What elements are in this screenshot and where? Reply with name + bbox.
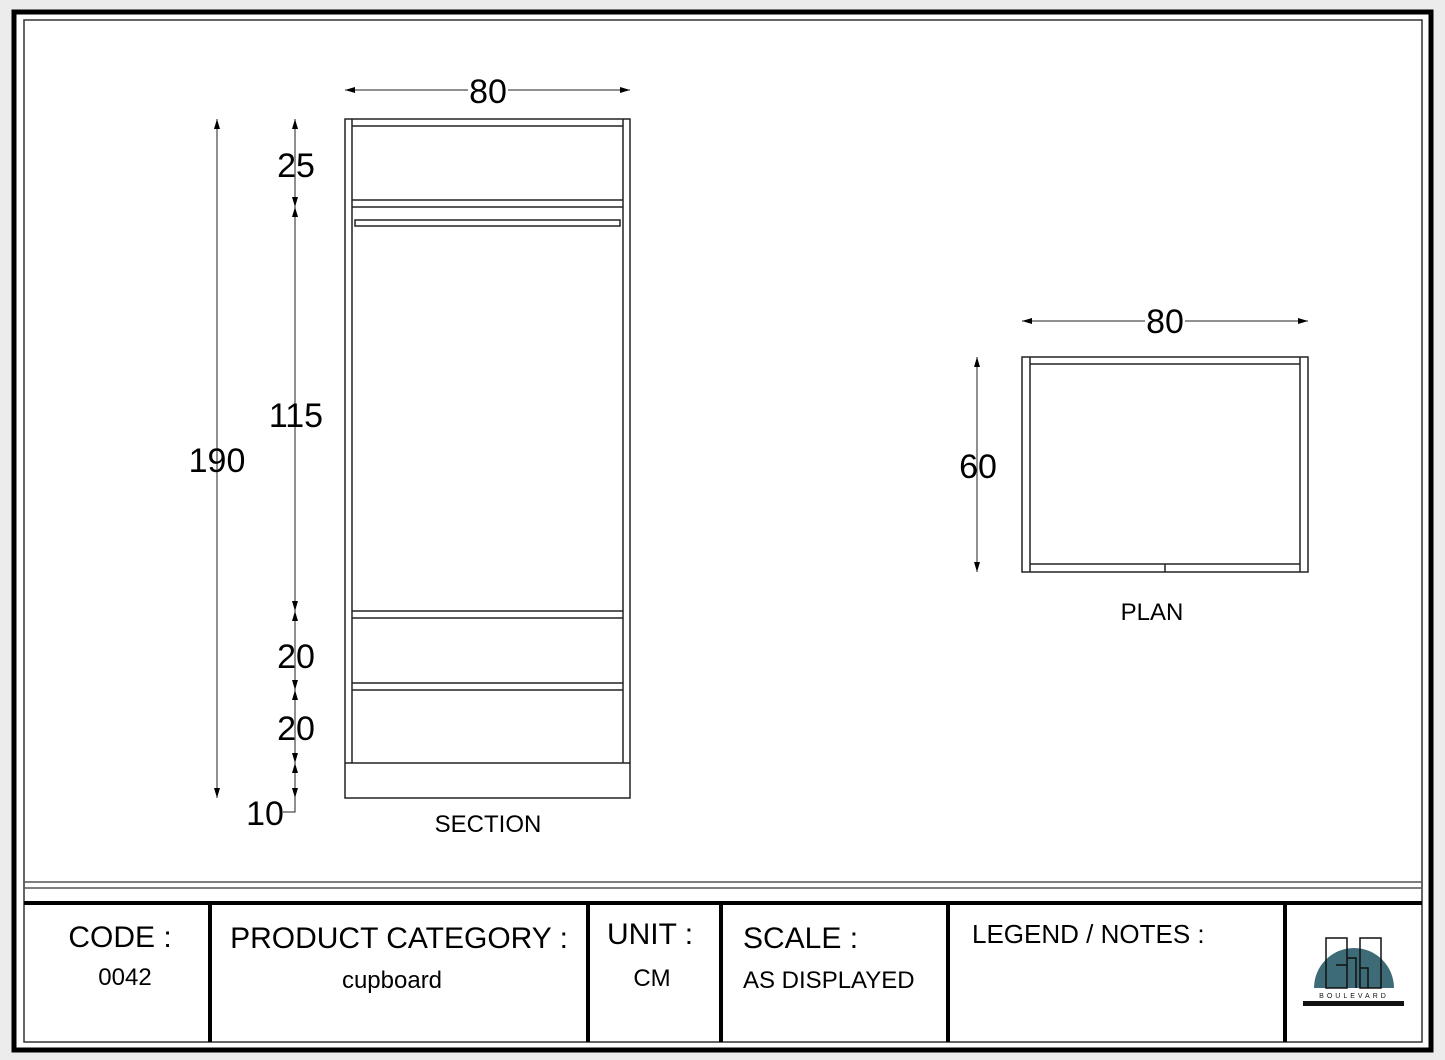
title-block-dividers <box>208 903 1287 1042</box>
legend-label: LEGEND / NOTES : <box>972 919 1205 949</box>
section-label: SECTION <box>435 811 542 838</box>
code-value: 0042 <box>98 964 151 991</box>
section-height-dim: 190 <box>189 442 246 480</box>
dim-plinth: 10 <box>246 795 284 833</box>
code-label: CODE : <box>68 921 171 954</box>
unit-value: CM <box>633 965 670 992</box>
plan-view <box>1021 356 1309 573</box>
category-label: PRODUCT CATEGORY : <box>230 922 568 955</box>
hanging-rod <box>354 219 621 227</box>
section-width-dim: 80 <box>469 73 507 111</box>
plan-depth-dim: 60 <box>959 448 997 486</box>
boulevard-logo: BOULEVARD <box>1303 937 1404 1006</box>
plan-width-dim: 80 <box>1146 303 1184 341</box>
logo-text: BOULEVARD <box>1319 993 1389 1000</box>
section-view <box>344 118 631 799</box>
scale-label: SCALE : <box>743 922 858 955</box>
scale-value: AS DISPLAYED <box>743 967 915 994</box>
plan-label: PLAN <box>1121 599 1184 626</box>
dim-drawer-1: 20 <box>277 638 315 676</box>
sheet-border <box>11 9 1434 1053</box>
plan-dimensions: 80 60 <box>959 303 1308 572</box>
section-dimensions: 80 190 25 115 20 20 10 <box>189 73 630 833</box>
category-value: cupboard <box>342 967 442 994</box>
dim-hanging-compartment: 115 <box>269 397 323 435</box>
dim-drawer-2: 20 <box>277 710 315 748</box>
dim-top-compartment: 25 <box>277 147 315 185</box>
unit-label: UNIT : <box>607 918 693 951</box>
